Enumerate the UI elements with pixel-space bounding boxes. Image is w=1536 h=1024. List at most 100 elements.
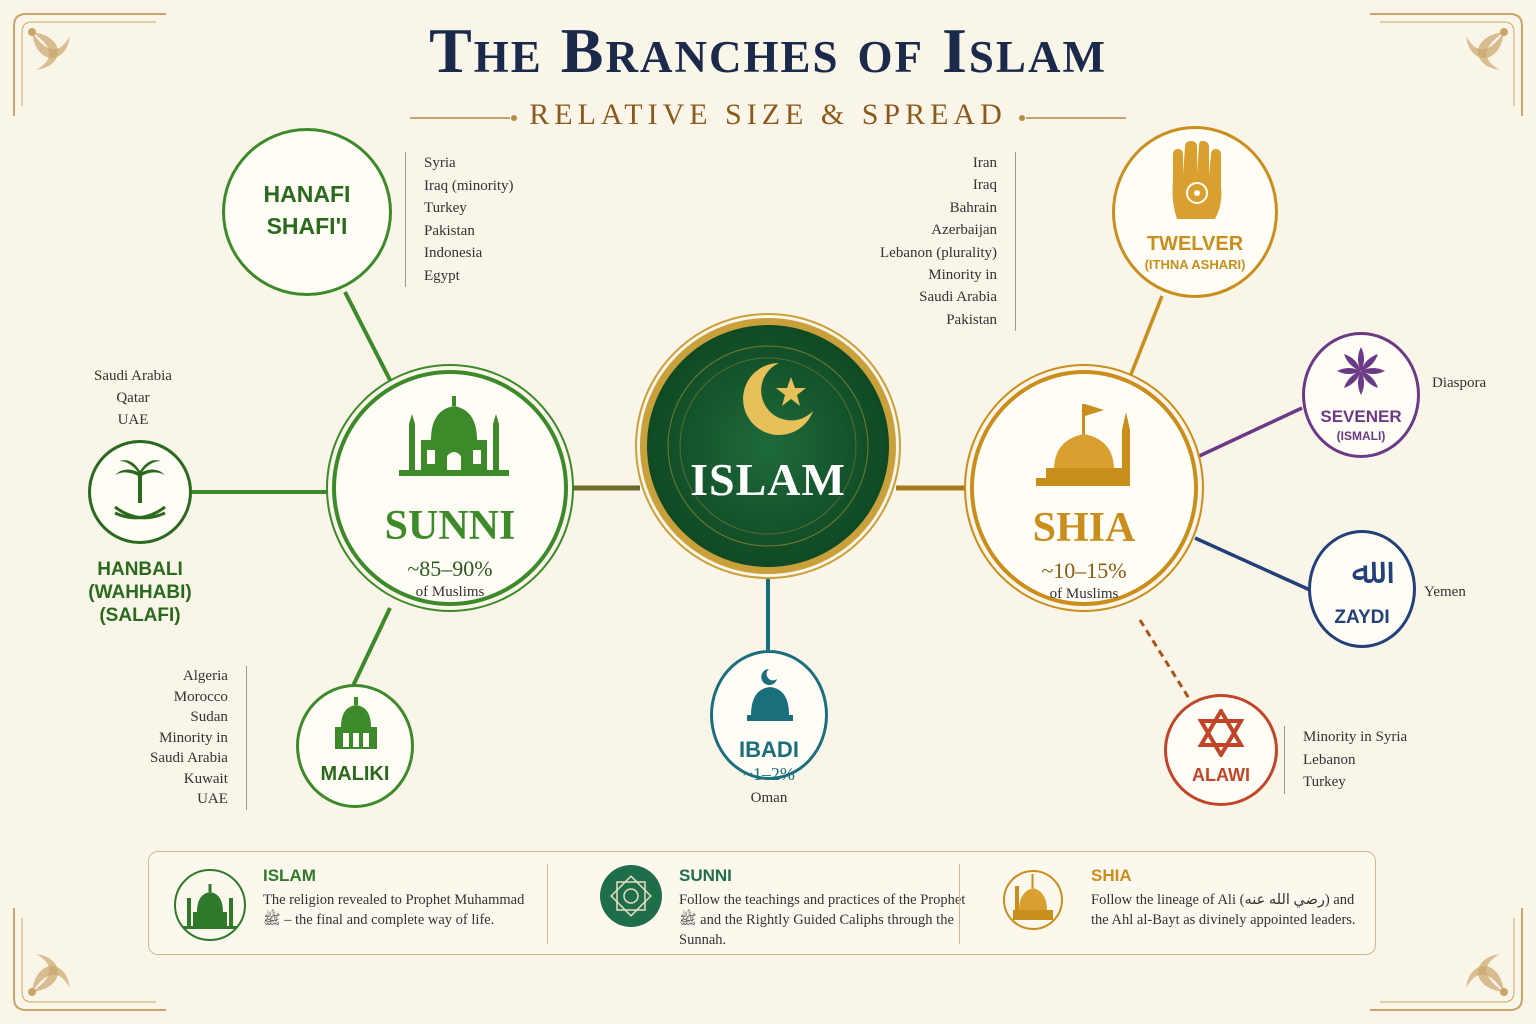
- legend-item-shia: SHIA Follow the lineage of Ali (رضي الله…: [1003, 852, 1363, 954]
- ibadi-node: IBADI: [710, 650, 828, 780]
- shafii-label: SHAFI'I: [266, 213, 348, 239]
- connector-shia-sevener: [1194, 406, 1303, 460]
- legend-item-islam: ISLAM The religion revealed to Prophet M…: [173, 852, 543, 954]
- mosque-icon: [174, 869, 246, 941]
- shrine-icon: [1003, 870, 1063, 930]
- maliki-mosque-icon: [335, 697, 377, 749]
- country-item: Qatar: [116, 390, 150, 406]
- country-item: Lebanon: [1303, 751, 1356, 768]
- sevener-node: SEVENER (ISMALI): [1302, 332, 1420, 458]
- crescent-star-icon: [743, 363, 813, 435]
- legend-text-sunni: Follow the teachings and practices of th…: [679, 892, 966, 948]
- country-item: UAE: [197, 791, 228, 807]
- legend-title-islam: ISLAM: [263, 866, 316, 885]
- country-item: UAE: [117, 412, 149, 428]
- country-item: Pakistan: [424, 222, 475, 239]
- twelver-node: TWELVER (ITHNA ASHARI): [1112, 126, 1278, 298]
- shia-hub: SHIA ~10–15% of Muslims: [970, 370, 1198, 606]
- hamsa-hand-icon: [1172, 141, 1222, 219]
- ibadi-share: ~1–2%: [743, 764, 795, 784]
- palm-swords-icon: [114, 460, 166, 520]
- sunni-label: SUNNI: [384, 503, 516, 549]
- maliki-node: MALIKI: [296, 684, 414, 808]
- sevener-label: SEVENER: [1320, 407, 1402, 426]
- alawi-countries: Minority in Syria Lebanon Turkey: [1284, 726, 1407, 794]
- country-item: Iraq (minority): [424, 177, 514, 194]
- country-item: Bahrain: [949, 199, 998, 216]
- wahhabi-label: (WAHHABI): [88, 582, 192, 603]
- country-item: Saudi Arabia: [150, 750, 228, 766]
- country-item: Morocco: [173, 688, 228, 705]
- connector-hanafi-sunni: [343, 291, 392, 381]
- zaydi-node: ﷲ ZAYDI: [1308, 530, 1416, 648]
- country-item: Saudi Arabia: [94, 368, 172, 384]
- islam-label: ISLAM: [690, 454, 846, 505]
- shia-shrine-icon: [1036, 404, 1130, 486]
- country-item: Minority in: [928, 267, 998, 284]
- country-item: Sudan: [190, 709, 228, 725]
- hanbali-label: HANBALI: [97, 559, 183, 580]
- ibadi-label: IBADI: [739, 737, 799, 762]
- country-item: Indonesia: [424, 245, 483, 261]
- twelver-countries: Iran Iraq Bahrain Azerbaijan Lebanon (pl…: [880, 152, 1017, 332]
- sevener-region: Diaspora: [1432, 375, 1487, 391]
- hanbali-countries: Saudi Arabia Qatar UAE: [62, 365, 204, 431]
- legend-panel: ISLAM The religion revealed to Prophet M…: [148, 851, 1376, 955]
- connector-shia-twelver: [1126, 295, 1164, 383]
- sunni-share-note: of Muslims: [415, 584, 485, 600]
- salafi-label: (SALAFI): [99, 605, 181, 626]
- alawi-label: ALAWI: [1192, 765, 1250, 785]
- corner-ornament-bottom-left: [13, 908, 166, 1011]
- legend-divider: [959, 864, 960, 944]
- hanafi-shafii-countries: Syria Iraq (minority) Turkey Pakistan In…: [405, 152, 514, 287]
- country-item: Turkey: [1303, 774, 1346, 790]
- sevener-star-icon: [1337, 347, 1385, 395]
- legend-text-shia: Follow the lineage of Ali (رضي الله عنه)…: [1091, 892, 1356, 928]
- subtitle-flourish: [410, 115, 1126, 121]
- sunni-hub: SUNNI ~85–90% of Muslims: [332, 370, 568, 606]
- sunni-mosque-icon: [399, 396, 509, 476]
- hanbali-label-block: HANBALI (WAHHABI) (SALAFI): [60, 558, 220, 627]
- country-item: Minority in Syria: [1303, 729, 1408, 745]
- calligraphy-icon: ﷲ: [1351, 551, 1373, 592]
- country-item: Azerbaijan: [931, 222, 998, 239]
- hanbali-node: [88, 440, 192, 544]
- connector-shia-zaydi: [1194, 536, 1311, 592]
- geometric-star-icon: [600, 865, 662, 927]
- islam-pattern-ring: [667, 345, 869, 547]
- shia-label: SHIA: [1032, 505, 1136, 551]
- country-item: Algeria: [182, 668, 228, 684]
- connector-shia-alawi: [1138, 619, 1192, 701]
- country-item: Turkey: [424, 200, 467, 216]
- twelver-subname: (ITHNA ASHARI): [1144, 257, 1246, 272]
- twelver-label: TWELVER: [1146, 233, 1244, 255]
- corner-ornament-top-left: [13, 13, 166, 116]
- zaydi-label: ZAYDI: [1334, 607, 1390, 628]
- legend-text-islam: The religion revealed to Prophet Muhamma…: [263, 892, 525, 928]
- hanafi-shafii-node: HANAFI SHAFI'I: [222, 128, 392, 296]
- country-item: Minority in: [159, 729, 228, 746]
- alawi-node: ALAWI: [1164, 694, 1278, 806]
- hanafi-label: HANAFI: [263, 181, 351, 207]
- country-item: Kuwait: [183, 770, 228, 787]
- connector-maliki-sunni: [350, 607, 392, 689]
- ibadi-dome-icon: [747, 669, 793, 721]
- sunni-share: ~85–90%: [407, 556, 493, 581]
- maliki-label: MALIKI: [320, 763, 390, 785]
- country-item: Syria: [424, 155, 456, 171]
- shia-share: ~10–15%: [1041, 558, 1127, 583]
- page-subtitle: RELATIVE SIZE & SPREAD: [529, 98, 1007, 131]
- country-item: Pakistan: [946, 311, 998, 328]
- country-item: Iraq: [972, 177, 998, 194]
- country-item: Iran: [972, 155, 998, 171]
- country-item: Egypt: [424, 267, 460, 284]
- legend-title-shia: SHIA: [1091, 866, 1132, 885]
- ibadi-region: Oman: [750, 790, 788, 806]
- sevener-subname: (ISMALI): [1336, 429, 1386, 443]
- corner-ornament-bottom-right: [1370, 908, 1523, 1011]
- corner-ornament-top-right: [1370, 13, 1523, 116]
- shia-share-note: of Muslims: [1049, 586, 1119, 602]
- country-item: Saudi Arabia: [919, 289, 998, 306]
- islam-hub: ISLAM: [640, 318, 896, 574]
